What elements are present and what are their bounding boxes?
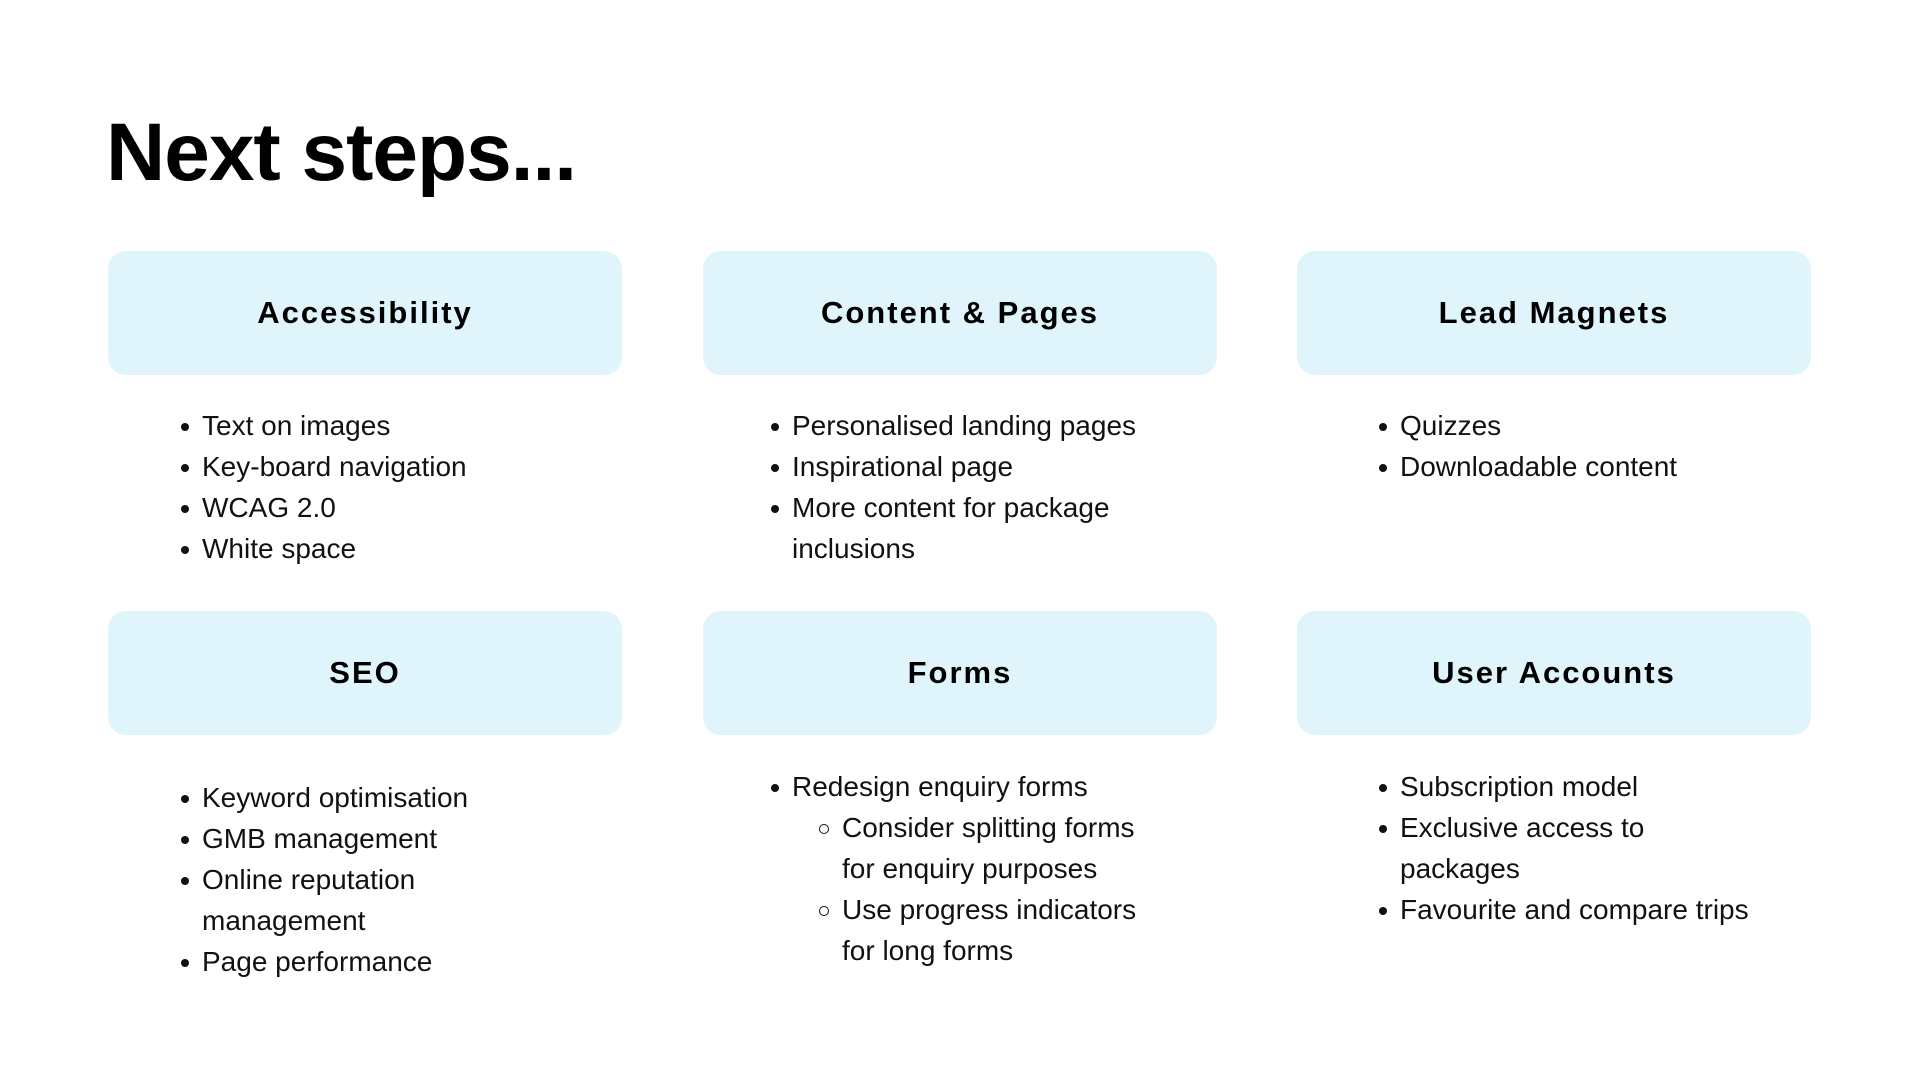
list-item: Quizzes (1379, 405, 1800, 446)
list-item: Subscription model (1379, 766, 1800, 807)
card-forms: Forms (703, 611, 1217, 735)
card-heading: Accessibility (257, 295, 473, 330)
list-item: More content for package inclusions (771, 487, 1152, 569)
list-item: Key-board navigation (181, 446, 562, 487)
card-heading: SEO (329, 655, 401, 690)
content-pages-list: Personalised landing pages Inspirational… (771, 405, 1182, 569)
list-item: Text on images (181, 405, 562, 446)
list-item: Personalised landing pages (771, 405, 1182, 446)
list-item: Downloadable content (1379, 446, 1800, 487)
lead-magnets-list: Quizzes Downloadable content (1379, 405, 1800, 487)
card-lead-magnets: Lead Magnets (1297, 251, 1811, 375)
list-item: Inspirational page (771, 446, 1182, 487)
list-item: Keyword optimisation (181, 777, 522, 818)
card-heading: User Accounts (1432, 655, 1676, 690)
list-item: Redesign enquiry forms (771, 766, 1192, 807)
forms-list: Redesign enquiry forms Consider splittin… (771, 766, 1192, 971)
sub-list-item: Use progress indicators for long forms (819, 889, 1172, 971)
accessibility-list: Text on images Key-board navigation WCAG… (181, 405, 562, 569)
list-item: WCAG 2.0 (181, 487, 562, 528)
user-accounts-list: Subscription model Exclusive access to p… (1379, 766, 1800, 930)
card-content-pages: Content & Pages (703, 251, 1217, 375)
list-item: Exclusive access to packages (1379, 807, 1690, 889)
sub-list-item: Consider splitting forms for enquiry pur… (819, 807, 1172, 889)
card-heading: Content & Pages (820, 295, 1100, 330)
list-item: White space (181, 528, 562, 569)
card-seo: SEO (108, 611, 622, 735)
seo-list: Keyword optimisation GMB management Onli… (181, 777, 522, 982)
list-item: GMB management (181, 818, 522, 859)
card-accessibility: Accessibility (108, 251, 622, 375)
list-item: Online reputation management (181, 859, 462, 941)
card-heading: Forms (907, 655, 1013, 690)
card-heading: Lead Magnets (1438, 295, 1670, 330)
page-title: Next steps... (106, 107, 577, 198)
list-item: Favourite and compare trips (1379, 889, 1800, 930)
list-item: Page performance (181, 941, 522, 982)
card-user-accounts: User Accounts (1297, 611, 1811, 735)
